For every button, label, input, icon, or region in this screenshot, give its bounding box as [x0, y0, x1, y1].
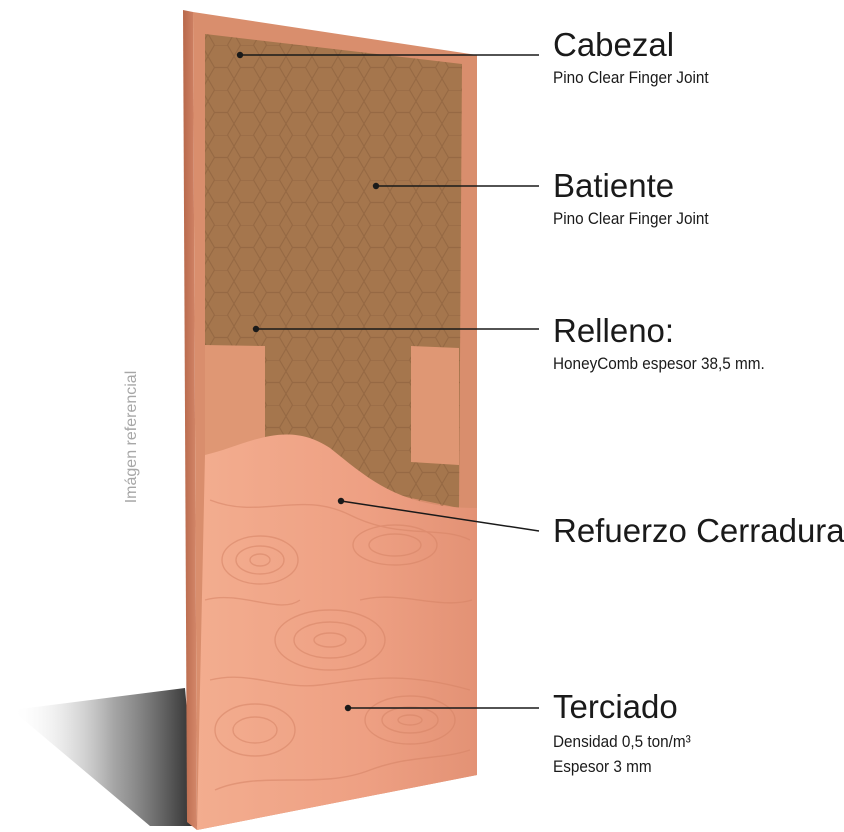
refuerzo-title: Refuerzo Cerradura	[553, 512, 844, 549]
leader-dot-terciado	[344, 704, 352, 712]
leader-lines	[236, 51, 540, 712]
terciado-detail-density: Densidad 0,5 ton/m³	[553, 732, 691, 751]
batiente-title: Batiente	[553, 167, 675, 204]
leader-dot-relleno	[252, 325, 260, 333]
relleno-detail: HoneyComb espesor 38,5 mm.	[553, 354, 765, 373]
cabezal-detail: Pino Clear Finger Joint	[553, 68, 709, 87]
terciado-title: Terciado	[553, 688, 678, 725]
plywood-sheet	[197, 434, 477, 830]
leader-dot-batiente	[372, 182, 380, 190]
door-side-edge	[183, 10, 197, 830]
leader-line-refuerzo	[340, 500, 540, 532]
wood-grain	[204, 499, 473, 791]
lock-block-right	[411, 346, 459, 465]
terciado-detail-thickness: Espesor 3 mm	[553, 757, 652, 776]
leader-dot-refuerzo	[337, 497, 345, 505]
cabezal-title: Cabezal	[553, 26, 675, 63]
floor-shadow	[12, 688, 197, 826]
lock-block-left	[205, 345, 265, 458]
batiente-detail: Pino Clear Finger Joint	[553, 209, 709, 228]
relleno-title: Relleno:	[553, 312, 675, 349]
reference-image-note: Imágen referencial	[123, 370, 140, 504]
leader-dot-cabezal	[236, 51, 244, 59]
